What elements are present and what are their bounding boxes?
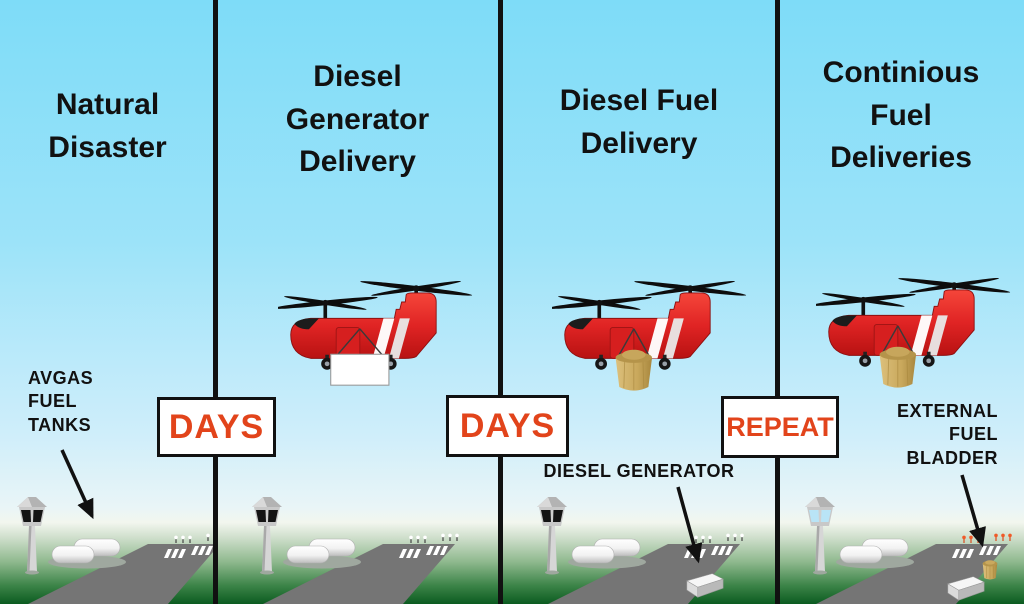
panel-title: Continious Fuel Deliveries [822,56,980,175]
milestone-label: DAYS [168,407,265,446]
milestone-label: REPEAT [726,411,834,442]
panel-divider [213,0,218,604]
annotation-arrow-icon [60,449,94,520]
panel-divider [498,0,503,604]
tandem-rotor-helicopter-icon [278,278,473,386]
airfield-scene [251,496,460,604]
milestone-label: DAYS [459,406,556,445]
milestone-box-days-2: DAYS [446,395,569,457]
panel-divider [775,0,780,604]
panel-diesel-generator-delivery: Diesel Generator Delivery [215,0,500,604]
generator-crate-icon [330,353,390,386]
tandem-rotor-helicopter-icon [552,278,747,391]
fuel-bucket-icon [615,349,652,391]
panel-diesel-fuel-delivery: Diesel Fuel Delivery DIESEL GENERATOR [500,0,778,604]
annotation-arrow-icon [676,486,703,564]
fuel-bucket-icon [879,346,916,388]
annotation-arrow-icon [960,474,986,548]
milestone-box-repeat: REPEAT [721,396,839,458]
avgas-fuel-tanks-label: AVGAS FUEL TANKS [28,368,94,435]
milestone-box-days-1: DAYS [157,397,276,457]
tandem-rotor-helicopter-icon [816,275,1011,388]
panel-continuous-fuel-deliveries: Continious Fuel Deliveries EXTERNAL FUEL… [778,0,1024,604]
panel-title: Natural Disaster [48,88,167,164]
external-fuel-bladder-label: EXTERNAL FUEL BLADDER [896,401,998,468]
diesel-generator-label: DIESEL GENERATOR [543,461,735,481]
external-fuel-bladder-icon [982,559,998,580]
panel-title: Diesel Fuel Delivery [559,84,719,160]
panel-natural-disaster: Natural Disaster AVGAS FUEL TANKS [0,0,215,604]
panel-title: Diesel Generator Delivery [285,60,430,179]
